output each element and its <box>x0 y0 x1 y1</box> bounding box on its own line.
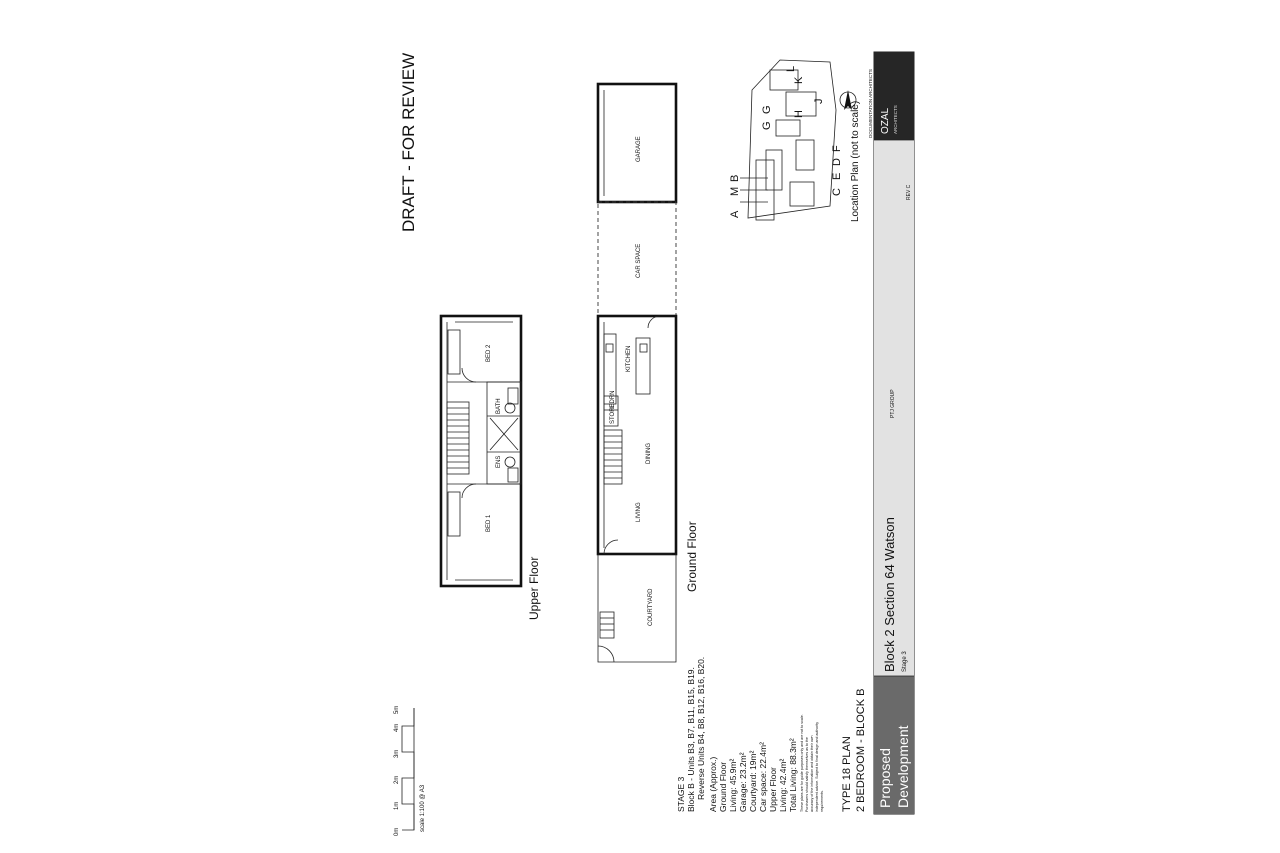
location-block-l: L <box>785 66 797 72</box>
room-label-ldrn: L'DRN <box>610 391 616 408</box>
room-label-garage: GARAGE <box>636 136 642 162</box>
note-line-5: Living: 45.9m² <box>728 758 738 812</box>
location-block-m: M <box>729 187 741 196</box>
note-line-6: Garage: 23.2m² <box>738 752 748 812</box>
note-line-1: Block B - Units B3, B7, B11, B15, B19. <box>686 667 696 812</box>
disclaimer-line-3: independent advice. Subject to final des… <box>815 722 819 812</box>
ground-stair-treads <box>604 435 622 479</box>
ground-floor-label: Ground Floor <box>685 521 699 592</box>
scale-tick-0: 0m <box>394 828 400 836</box>
rev-label: REV C <box>906 184 912 200</box>
ground-floor-plan: GARAGE CAR SPACE KITCHEN STORE L'DRN DIN… <box>596 82 678 663</box>
note-line-7: Courtyard: 19m² <box>748 750 758 812</box>
notes-block: STAGE 3 Block B - Units B3, B7, B11, B15… <box>676 657 798 812</box>
architect-header: DOCUMENTATION ARCHITECTS <box>868 69 873 138</box>
proposed-panel <box>874 676 914 814</box>
disclaimer-line-0: These plans are for guide purposes only … <box>800 714 804 812</box>
architect-name: OZAL <box>880 107 891 134</box>
project-stage: Stage 3 <box>902 651 908 672</box>
room-label-courtyard: COURTYARD <box>648 588 654 626</box>
location-plan: A M B C E D F G G H J K L <box>729 59 843 221</box>
note-line-10: Living: 42.4m² <box>778 758 788 812</box>
room-label-living: LIVING <box>636 502 642 522</box>
scale-tick-1: 1m <box>394 802 400 810</box>
stipple-panel <box>874 140 914 676</box>
scale-label: scale 1:100 @ A3 <box>420 784 426 832</box>
title-block <box>873 51 915 815</box>
location-block-c: C <box>831 188 843 196</box>
note-line-2: Reverse Units B4, B8, B12, B16, B20. <box>696 657 706 800</box>
project-title: Block 2 Section 64 Watson <box>882 517 897 672</box>
room-label-bed2: BED 2 <box>486 344 492 362</box>
room-label-bath: BATH <box>496 398 502 414</box>
note-line-11: Total Living: 88.3m² <box>788 738 798 812</box>
proposed-line-2: Development <box>895 725 911 808</box>
location-block-d: D <box>831 158 843 166</box>
upper-stair-treads <box>447 407 469 469</box>
location-block-k: K <box>793 76 805 84</box>
proposed-line-1: Proposed <box>877 748 893 808</box>
plan-type: TYPE 18 PLAN <box>841 736 853 812</box>
room-label-ens: ENS <box>496 456 502 468</box>
location-block-g1: G <box>761 121 773 130</box>
scale-tick-2: 2m <box>394 776 400 784</box>
plan-desc: 2 BEDROOM - BLOCK B <box>855 689 867 812</box>
architect-panel <box>874 52 914 140</box>
room-label-dining: DINING <box>646 443 652 464</box>
scale-tick-5: 5m <box>394 706 400 714</box>
note-line-9: Upper Floor <box>768 767 778 812</box>
location-block-f: F <box>831 145 843 152</box>
disclaimer-block: These plans are for guide purposes only … <box>800 714 824 812</box>
location-block-b: B <box>729 175 741 182</box>
upper-floor-label: Upper Floor <box>527 557 541 620</box>
draft-notice: DRAFT - FOR REVIEW <box>399 53 418 232</box>
room-label-store: STORE <box>610 403 616 424</box>
north-arrow-icon <box>839 90 857 110</box>
location-block-a: A <box>729 210 741 218</box>
note-line-3: Area (Approx.) <box>708 757 718 812</box>
scale-tick-3: 3m <box>394 750 400 758</box>
location-block-j: J <box>813 99 825 105</box>
disclaimer-line-2: accuracy of the information and obtain t… <box>810 735 814 812</box>
disclaimer-line-1: Purchasers should satisfy themselves as … <box>805 737 809 812</box>
location-block-g2: G <box>761 105 773 114</box>
note-line-0: STAGE 3 <box>676 776 686 812</box>
scale-bar <box>401 708 415 831</box>
client-name: PTJ GROUP <box>890 389 896 418</box>
architect-sub: ARCHITECTS <box>893 105 898 134</box>
upper-floor-plan: BED 2 BATH ENS BED 1 <box>439 314 523 588</box>
location-plan-caption: Location Plan (not to scale) <box>850 101 861 222</box>
scale-tick-4: 4m <box>394 724 400 732</box>
location-block-h: H <box>793 110 805 118</box>
room-label-car-space: CAR SPACE <box>636 244 642 278</box>
note-line-8: Car space: 22.4m² <box>758 742 768 812</box>
room-label-kitchen: KITCHEN <box>626 346 632 372</box>
room-label-bed1: BED 1 <box>486 514 492 532</box>
note-line-4: Ground Floor <box>718 762 728 812</box>
location-block-letters: A M B C E D F G G H J K L <box>729 66 843 218</box>
disclaimer-line-4: requirements. <box>820 790 824 812</box>
location-block-e: E <box>831 173 843 180</box>
